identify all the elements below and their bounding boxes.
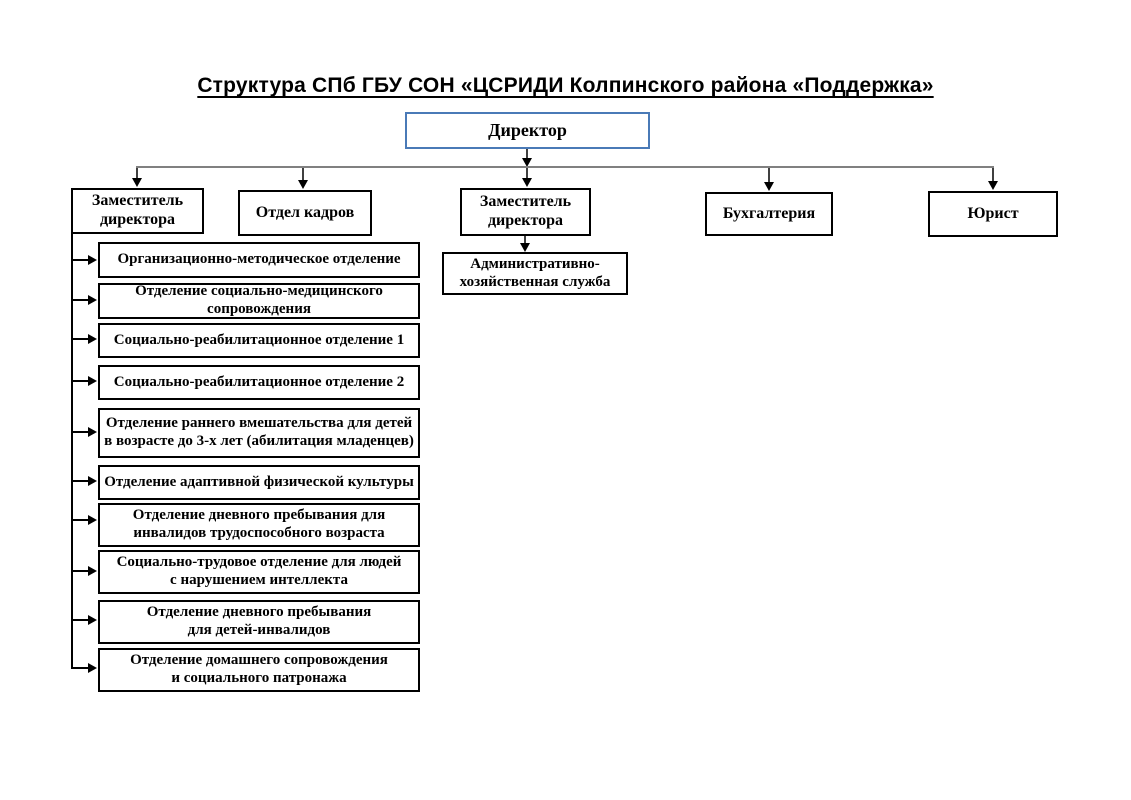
box-department-day-care-disabled-children: Отделение дневного пребывания для детей-… xyxy=(98,600,420,644)
box-department-social-rehabilitation-2: Социально-реабилитационное отделение 2 xyxy=(98,365,420,400)
department-label: Отделение социально-медицинского сопрово… xyxy=(135,283,383,317)
box-department-social-labor: Социально-трудовое отделение для людей с… xyxy=(98,550,420,594)
box-department-home-support-patronage: Отделение домашнего сопровождения и соци… xyxy=(98,648,420,692)
box-department-day-care-working-age: Отделение дневного пребывания для инвали… xyxy=(98,503,420,547)
page-title: Структура СПб ГБУ СОН «ЦСРИДИ Колпинског… xyxy=(197,74,934,97)
arrowhead-drop-accounting xyxy=(764,182,774,191)
arrowhead-drop-deputy-center xyxy=(522,178,532,187)
connector-drop-hr xyxy=(302,168,304,180)
box-director: Директор xyxy=(405,112,650,149)
arrowhead-branch-3 xyxy=(88,334,97,344)
connector-drop-lawyer xyxy=(992,168,994,181)
arrowhead-branch-7 xyxy=(88,515,97,525)
connector-branch-5 xyxy=(72,431,88,433)
connector-branch-7 xyxy=(72,519,88,521)
box-department-adaptive-physical-culture: Отделение адаптивной физической культуры xyxy=(98,465,420,500)
arrowhead-drop-lawyer xyxy=(988,181,998,190)
department-label: Социально-реабилитационное отделение 2 xyxy=(113,373,405,390)
connector-branch-10 xyxy=(72,667,88,669)
connector-branch-9 xyxy=(72,619,88,621)
box-deputy-director-left-label: Заместитель директора xyxy=(91,192,184,228)
department-label: Отделение дневного пребывания для детей-… xyxy=(146,604,372,638)
arrowhead-branch-4 xyxy=(88,376,97,386)
box-hr-department-label: Отдел кадров xyxy=(255,203,355,221)
connector-branch-2 xyxy=(72,299,88,301)
connector-branch-4 xyxy=(72,380,88,382)
connector-branch-8 xyxy=(72,570,88,572)
box-deputy-director-center-label: Заместитель директора xyxy=(479,193,572,229)
department-label: Социально-трудовое отделение для людей с… xyxy=(116,554,402,588)
department-label: Социально-реабилитационное отделение 1 xyxy=(113,331,405,348)
box-department-early-intervention: Отделение раннего вмешательства для дете… xyxy=(98,408,420,458)
box-lawyer-label: Юрист xyxy=(967,204,1019,222)
department-label: Отделение адаптивной физической культуры xyxy=(104,473,414,490)
box-accounting-label: Бухгалтерия xyxy=(722,204,816,222)
arrowhead-branch-2 xyxy=(88,295,97,305)
box-hr-department: Отдел кадров xyxy=(238,190,372,236)
box-department-organizational-methodical: Организационно-методическое отделение xyxy=(98,242,420,278)
box-department-social-rehabilitation-1: Социально-реабилитационное отделение 1 xyxy=(98,323,420,358)
department-label: Отделение дневного пребывания для инвали… xyxy=(132,507,386,541)
department-label: Отделение раннего вмешательства для дете… xyxy=(104,415,414,449)
arrowhead-branch-6 xyxy=(88,476,97,486)
arrowhead-branch-8 xyxy=(88,566,97,576)
box-accounting: Бухгалтерия xyxy=(705,192,833,236)
connector-branch-1 xyxy=(72,259,88,261)
arrowhead-branch-10 xyxy=(88,663,97,673)
box-deputy-director-center: Заместитель директора xyxy=(460,188,591,236)
box-department-social-medical-support: Отделение социально-медицинского сопрово… xyxy=(98,283,420,319)
arrowhead-branch-9 xyxy=(88,615,97,625)
connector-director-stem xyxy=(526,149,528,159)
connector-drop-accounting xyxy=(768,168,770,182)
arrowhead-branch-5 xyxy=(88,427,97,437)
connector-main-horizontal-line xyxy=(136,166,994,168)
arrowhead-admin-stem xyxy=(520,243,530,252)
arrowhead-director-stem xyxy=(522,158,532,167)
box-admin-service-label: Административно- хозяйственная служба xyxy=(459,255,611,290)
connector-drop-deputy-left xyxy=(136,168,138,178)
connector-left-trunk xyxy=(71,234,73,669)
arrowhead-branch-1 xyxy=(88,255,97,265)
connector-branch-6 xyxy=(72,480,88,482)
box-director-label: Директор xyxy=(488,119,567,140)
arrowhead-drop-hr xyxy=(298,180,308,189)
arrowhead-drop-deputy-left xyxy=(132,178,142,187)
connector-branch-3 xyxy=(72,338,88,340)
connector-drop-deputy-center xyxy=(526,168,528,178)
department-label: Отделение домашнего сопровождения и соци… xyxy=(130,652,388,686)
box-lawyer: Юрист xyxy=(928,191,1058,237)
box-deputy-director-left: Заместитель директора xyxy=(71,188,204,234)
box-admin-service: Административно- хозяйственная служба xyxy=(442,252,628,295)
department-label: Организационно-методическое отделение xyxy=(117,251,401,268)
connector-admin-stem xyxy=(524,236,526,244)
